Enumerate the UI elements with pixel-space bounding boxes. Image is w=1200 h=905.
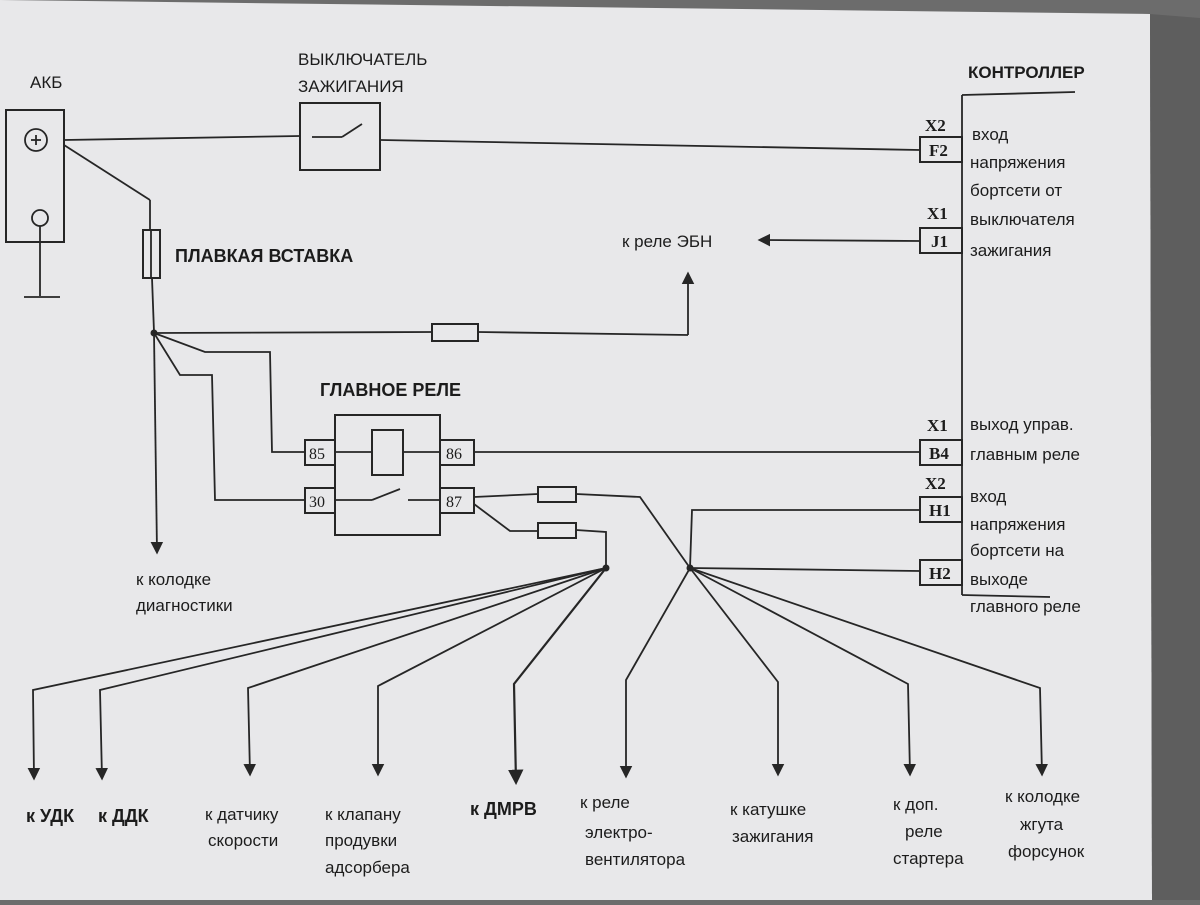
relay-pin-87: 87 [446,494,462,511]
connector-x1-mid: X1 [927,204,948,223]
pin-f2: F2 [929,141,948,160]
wire-to-ecu-relay [153,271,695,342]
desc-h-line: вход [970,487,1006,506]
desc-f2-line: зажигания [970,241,1052,260]
relay-pin-30: 30 [309,494,325,511]
output-label-injectors-line: форсунок [1008,842,1085,861]
paper-shadow-right [1150,14,1200,900]
desc-h-line: выходе [970,570,1028,589]
desc-f2-line: вход [972,125,1008,144]
desc-b4: выход управ. главным реле [970,415,1080,464]
output-label-speed-line: скорости [208,831,278,850]
main-relay-label: ГЛАВНОЕ РЕЛЕ [320,380,461,400]
fuse-link-label: ПЛАВКАЯ ВСТАВКА [175,246,353,266]
wire-87-outputs [473,486,691,569]
output-label-starter-line: реле [905,822,943,841]
diagnostics-label-1: к колодке [136,570,211,589]
pin-j1: J1 [931,232,948,251]
pin-h1: H1 [929,501,951,520]
connector-x2-h: X2 [925,474,946,493]
battery-label: АКБ [30,73,62,92]
output-label-injectors: к колодке жгута форсунок [1005,787,1085,861]
wire-battery-ignition-f2 [63,135,921,151]
output-label-fan-line: электро- [585,823,653,842]
desc-h: вход напряжения бортсети на выходе главн… [970,487,1081,616]
desc-b4-line: выход управ. [970,415,1074,434]
wire-junction-to-relay [153,332,305,501]
pin-h2: H2 [929,564,951,583]
output-label-coil-line: зажигания [732,827,814,846]
output-label-speed: к датчику скорости [205,805,279,850]
ignition-switch-label-2: ЗАЖИГАНИЯ [298,77,404,96]
output-label-starter-line: к доп. [893,795,938,814]
ecu-relay-label: к реле ЭБН [622,232,712,251]
output-label-canister-line: адсорбера [325,858,410,877]
output-label-fan: к реле электро- вентилятора [580,793,686,869]
output-label-canister-line: к клапану [325,805,401,824]
output-label-coil: к катушке зажигания [730,800,814,846]
wire-j1-to-ecu-relay [757,233,921,247]
relay-pin-86: 86 [446,446,462,463]
output-label-starter-line: стартера [893,849,964,868]
desc-f2-line: напряжения [970,153,1065,172]
output-label-canister-line: продувки [325,831,397,850]
fuse-link-symbol [63,144,161,333]
output-label-coil-line: к катушке [730,800,806,819]
output-label-fan-line: вентилятора [585,850,686,869]
output-label-injectors-line: к колодке [1005,787,1080,806]
output-wires-right-node [619,567,1049,779]
desc-b4-line: главным реле [970,445,1080,464]
output-wires-left-node [27,567,607,786]
output-label-starter: к доп. реле стартера [893,795,964,868]
desc-f2-line: бортсети от [970,181,1062,200]
controller-label: КОНТРОЛЛЕР [968,63,1085,82]
relay-pin-85: 85 [309,446,325,463]
output-label-ddk: к ДДК [98,806,150,826]
ignition-switch-label-1: ВЫКЛЮЧАТЕЛЬ [298,50,427,69]
pin-b4: B4 [929,444,949,463]
diagnostics-label-2: диагностики [136,596,233,615]
output-label-dmrv: к ДМРВ [470,799,537,819]
connector-x1-b4: X1 [927,416,948,435]
desc-h-line: напряжения [970,515,1065,534]
output-label-udk: к УДК [26,806,75,826]
output-label-speed-line: к датчику [205,805,279,824]
battery-symbol [5,109,65,298]
desc-f2-line: выключателя [970,210,1075,229]
wire-to-diagnostics [150,332,164,555]
output-label-canister: к клапану продувки адсорбера [325,805,410,877]
controller-block [919,91,1076,598]
desc-f2: вход напряжения бортсети от выключателя … [970,125,1075,260]
connector-x2-top: X2 [925,116,946,135]
desc-h-line: главного реле [970,597,1081,616]
output-label-fan-line: к реле [580,793,630,812]
output-label-injectors-line: жгута [1020,815,1064,834]
desc-h-line: бортсети на [970,541,1065,560]
wire-to-h1-h2 [689,509,921,572]
